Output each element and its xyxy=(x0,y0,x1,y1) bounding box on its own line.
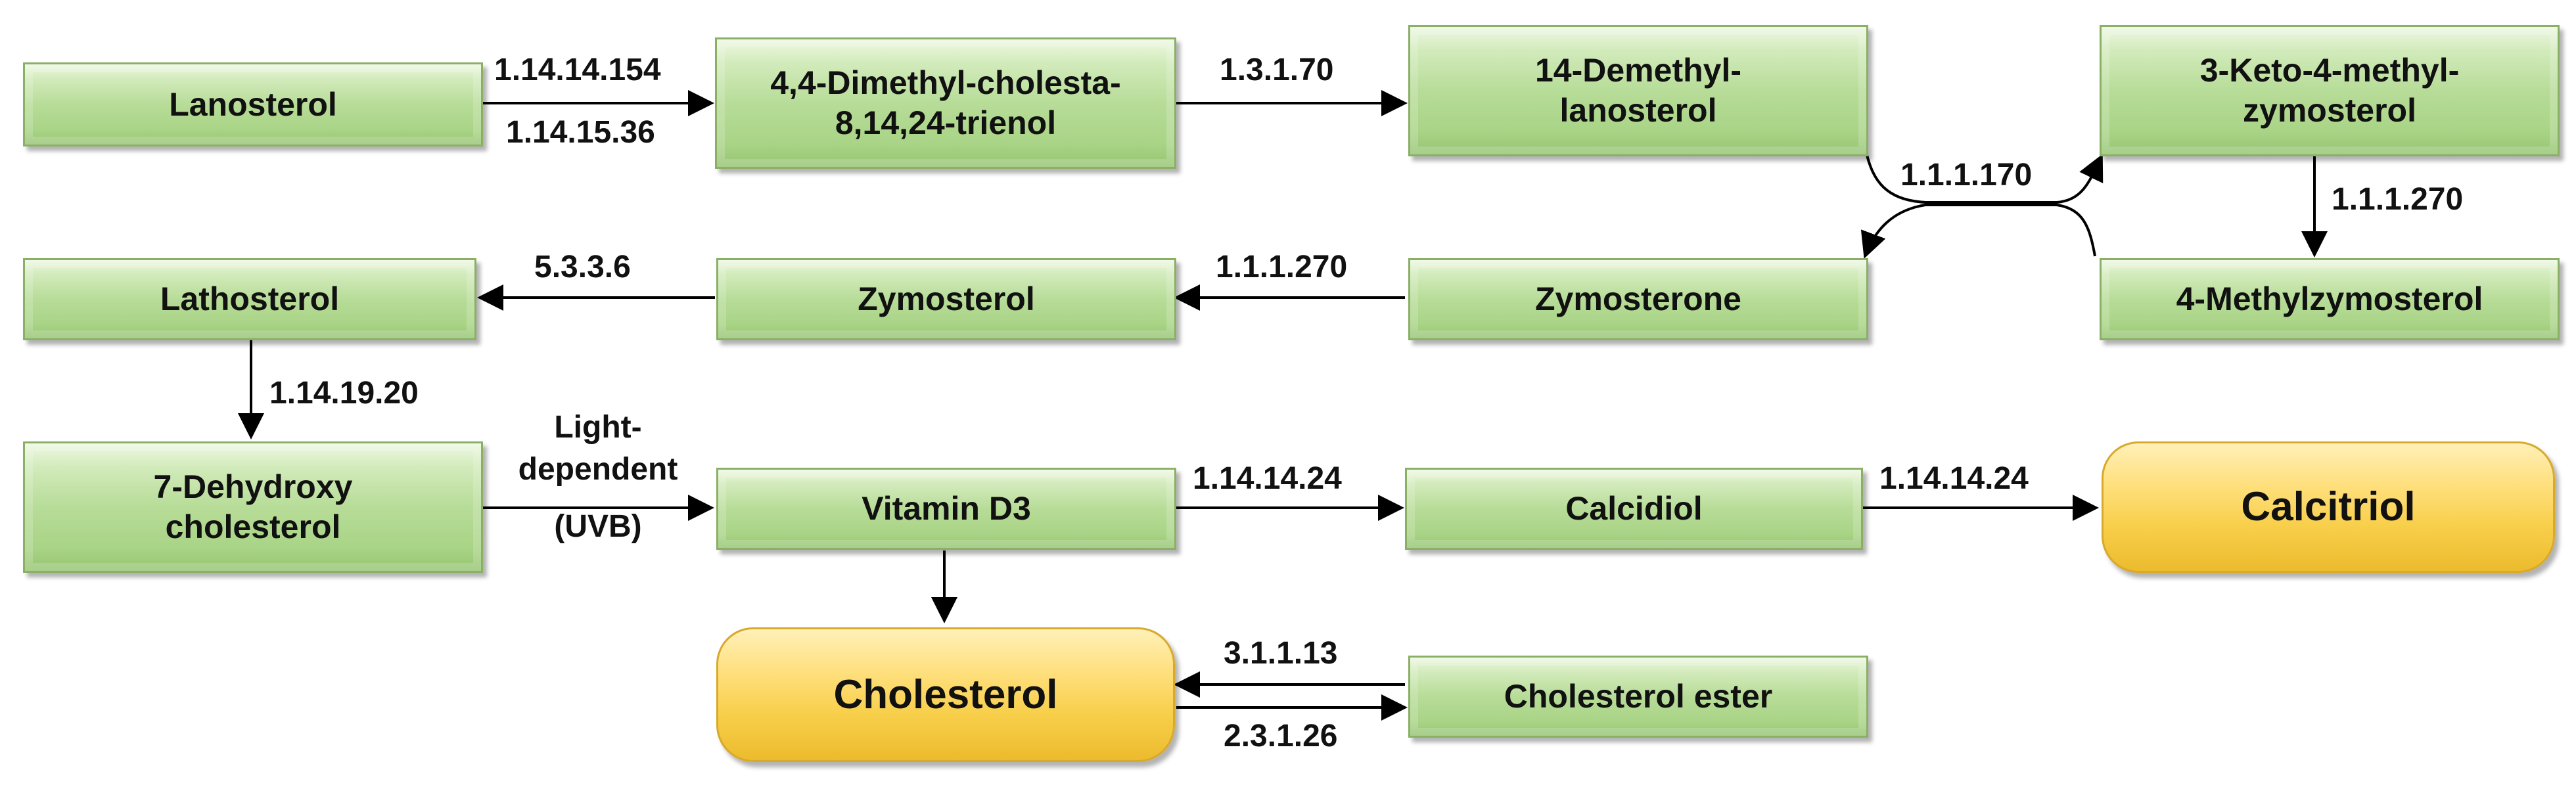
node-calcitriol-label: Calcitriol xyxy=(2241,484,2416,530)
enzyme-label-3-1-1-13: 3.1.1.13 xyxy=(1224,636,1338,671)
node-demethyl-label-line1: 14-Demethyl- xyxy=(1535,52,1741,89)
enzyme-label-1-14-14-24-b: 1.14.14.24 xyxy=(1879,461,2029,496)
node-lanosterol-label: Lanosterol xyxy=(169,85,337,123)
node-demethyl-label-line2: lanosterol xyxy=(1559,92,1717,129)
arrow-demethyl-to-keto xyxy=(1865,152,2104,204)
enzyme-label-1-1-1-270-mid: 1.1.1.270 xyxy=(1216,250,1348,284)
enzyme-label-1-14-14-154: 1.14.14.154 xyxy=(494,53,661,87)
node-methylzymosterol-label: 4-Methylzymosterol xyxy=(2176,280,2483,317)
node-lathosterol-label: Lathosterol xyxy=(160,280,340,317)
node-zymosterone-label: Zymosterone xyxy=(1535,280,1741,317)
enzyme-label-1-3-1-70: 1.3.1.70 xyxy=(1220,53,1334,87)
enzyme-label-5-3-3-6: 5.3.3.6 xyxy=(534,250,631,284)
light-label-line1: Light- xyxy=(554,410,642,445)
node-keto-label-line2: zymosterol xyxy=(2243,92,2416,129)
light-label-line2: dependent xyxy=(518,451,678,487)
node-lanosterol: Lanosterol xyxy=(23,62,483,146)
node-cholesterol-label: Cholesterol xyxy=(833,671,1058,717)
node-dehydroxy-label-line2: cholesterol xyxy=(165,508,341,545)
enzyme-label-2-3-1-26: 2.3.1.26 xyxy=(1224,719,1338,753)
light-dependent-label: Light- dependent (UVB) xyxy=(496,409,700,546)
enzyme-label-1-14-15-36: 1.14.15.36 xyxy=(506,115,655,150)
node-cholesterol: Cholesterol xyxy=(716,627,1175,762)
node-dimethyl-label-line1: 4,4-Dimethyl-cholesta- xyxy=(770,64,1121,101)
node-7-dehydroxy-cholesterol: 7-Dehydroxy cholesterol xyxy=(23,441,483,573)
node-calcitriol: Calcitriol xyxy=(2102,441,2555,573)
node-lathosterol: Lathosterol xyxy=(23,258,476,340)
node-keto-label-line1: 3-Keto-4-methyl- xyxy=(2199,52,2460,89)
light-label-line3: (UVB) xyxy=(554,509,642,545)
arrow-methylzymosterol-to-zymosterone xyxy=(1860,204,2096,259)
enzyme-label-1-14-19-20: 1.14.19.20 xyxy=(269,376,419,411)
node-vitamin-d3: Vitamin D3 xyxy=(716,468,1176,550)
node-3-keto-4-methyl-zymosterol: 3-Keto-4-methyl- zymosterol xyxy=(2100,25,2560,156)
node-calcidiol: Calcidiol xyxy=(1405,468,1863,550)
enzyme-label-1-1-1-170: 1.1.1.170 xyxy=(1900,158,2033,192)
node-14-demethyl-lanosterol: 14-Demethyl- lanosterol xyxy=(1408,25,1868,156)
enzyme-label-1-14-14-24-a: 1.14.14.24 xyxy=(1193,461,1342,496)
node-dimethyl-label-line2: 8,14,24-trienol xyxy=(835,104,1057,141)
node-vitamin-d3-label: Vitamin D3 xyxy=(862,490,1031,527)
node-cholesterol-ester-label: Cholesterol ester xyxy=(1504,678,1773,715)
node-calcidiol-label: Calcidiol xyxy=(1565,490,1703,527)
node-cholesterol-ester: Cholesterol ester xyxy=(1408,656,1868,738)
node-zymosterol-label: Zymosterol xyxy=(858,280,1035,317)
node-zymosterone: Zymosterone xyxy=(1408,258,1868,340)
node-zymosterol: Zymosterol xyxy=(716,258,1176,340)
node-4-methylzymosterol: 4-Methylzymosterol xyxy=(2100,258,2560,340)
enzyme-label-1-1-1-270-right: 1.1.1.270 xyxy=(2332,182,2464,217)
node-dimethyl-cholesta-trienol: 4,4-Dimethyl-cholesta- 8,14,24-trienol xyxy=(715,37,1176,169)
node-dehydroxy-label-line1: 7-Dehydroxy xyxy=(153,468,353,505)
